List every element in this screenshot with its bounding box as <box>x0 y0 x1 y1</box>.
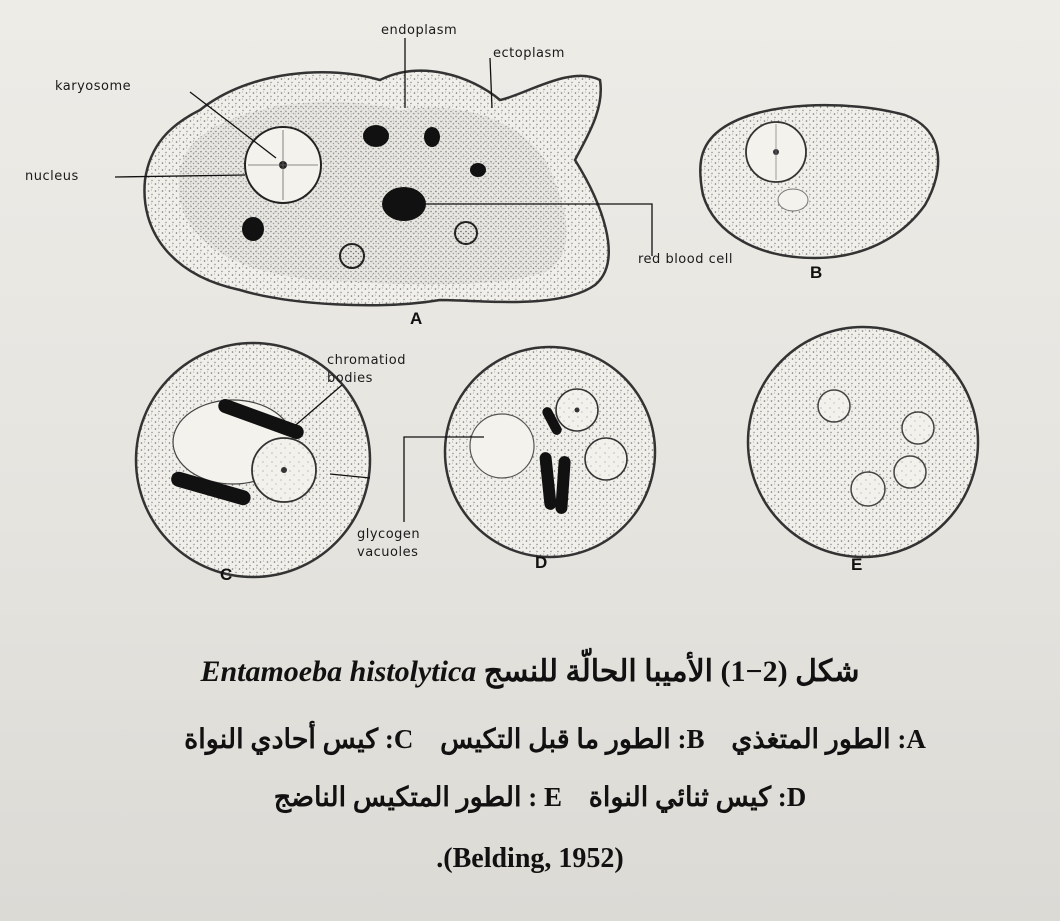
legend-a: A: الطور المتغذي <box>731 724 926 754</box>
panel-label-d: D <box>535 553 547 572</box>
red-blood-cell-icon <box>382 187 426 221</box>
caption-title: شكل (2−1) الأميبا الحالّة للنسج Entamoeb… <box>0 654 1060 689</box>
label-karyosome: karyosome <box>55 79 131 94</box>
caption-source: .(Belding, 1952) <box>0 843 1060 875</box>
panel-label-a: A <box>410 309 422 328</box>
panel-d-binucleate-cyst: glycogen vacuoles D <box>357 347 655 572</box>
label-red-blood-cell: red blood cell <box>638 252 733 267</box>
legend-d: D: كيس ثنائي النواة <box>589 782 807 812</box>
caption-title-arabic: شكل (2−1) الأميبا الحالّة للنسج <box>484 655 860 688</box>
label-nucleus: nucleus <box>25 169 79 184</box>
panel-b-precyst: B <box>700 105 938 282</box>
caption-legend-row-1: A: الطور المتغذي B: الطور ما قبل التكيس … <box>60 724 1050 755</box>
legend-c: C: كيس أحادي النواة <box>184 724 413 754</box>
panel-e-mature-cyst: E <box>748 327 978 574</box>
panel-a-trophozoite: endoplasm ectoplasm karyosome nucleus re… <box>25 23 733 328</box>
amoeba-figure: endoplasm ectoplasm karyosome nucleus re… <box>0 0 1060 620</box>
label-ectoplasm: ectoplasm <box>493 46 565 61</box>
panel-label-b: B <box>810 263 822 282</box>
caption-legend-row-2: D: كيس ثنائي النواة E : الطور المتكيس ال… <box>190 782 890 813</box>
label-glycogen-2: vacuoles <box>357 545 418 560</box>
panel-label-e: E <box>851 555 862 574</box>
legend-e: E : الطور المتكيس الناضج <box>274 782 562 812</box>
label-chromatoid-1: chromatiod <box>327 353 406 368</box>
label-endoplasm: endoplasm <box>381 23 457 38</box>
caption-title-scientific: Entamoeba histolytica <box>200 655 476 688</box>
label-chromatoid-2: bodies <box>327 371 373 386</box>
panel-label-c: C <box>220 565 232 584</box>
legend-b: B: الطور ما قبل التكيس <box>440 724 704 754</box>
label-glycogen-1: glycogen <box>357 527 420 542</box>
glycogen-vacuole-icon <box>470 414 534 478</box>
